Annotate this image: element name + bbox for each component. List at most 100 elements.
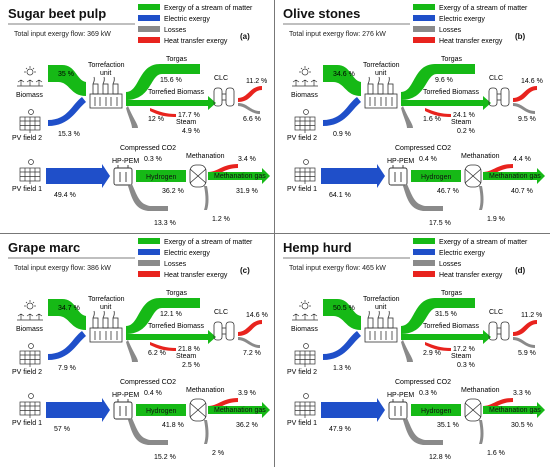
torrefaction-unit-label: unit (100, 70, 111, 77)
torgas-pct: 15.6 % (160, 77, 182, 84)
torgas-label: Torgas (166, 56, 188, 63)
clc-loss-pct: 9.5 % (518, 116, 536, 123)
biomass-stream (323, 299, 361, 330)
pv2-pct: 7.9 % (58, 365, 76, 372)
methanation-loss-pct: 2 % (212, 450, 224, 457)
clc-loss-stream (238, 337, 260, 348)
torrefaction-loss-pct: 2.9 % (423, 350, 441, 357)
torgas-pct: 31.5 % (435, 311, 457, 318)
pv-field-2-label: PV field 2 (12, 135, 42, 142)
methanation-gas-stream (208, 168, 270, 184)
panel-sugar-beet-pulp: Sugar beet pulp Total input exergy flow:… (0, 0, 275, 233)
legend-swatch-losses (138, 260, 160, 266)
clc-label: CLC (214, 75, 228, 82)
pv-field-1-icon (294, 393, 316, 418)
legend-swatch-matter (413, 238, 435, 244)
methanation-heat-pct: 3.3 % (513, 390, 531, 397)
methanation-gas-pct: 31.9 % (236, 188, 258, 195)
torrefaction-unit-label: unit (100, 304, 111, 311)
torgas-pct: 12.1 % (160, 311, 182, 318)
methanation-loss-stream (479, 420, 484, 444)
torgas-label: Torgas (441, 56, 463, 63)
pv-field-2-icon (294, 109, 316, 133)
panel-title: Hemp hurd (283, 240, 352, 255)
co2-label: Compressed CO2 (395, 145, 451, 152)
torrefaction-loss-pct: 1.6 % (423, 116, 441, 123)
torrefaction-loss-stream (126, 340, 138, 362)
methanation-gas-stream (483, 402, 545, 418)
electrolyzer-icon (388, 165, 408, 186)
methanation-heat-pct: 3.4 % (238, 156, 256, 163)
electrolyzer-icon (113, 165, 133, 186)
factory-icon (364, 310, 398, 343)
methanation-gas-pct: 36.2 % (236, 422, 258, 429)
electrolyzer-icon (113, 399, 133, 420)
methanation-gas-stream (208, 402, 270, 418)
biomass-label: Biomass (16, 92, 43, 99)
pv1-stream (46, 398, 110, 422)
torrefaction-loss-pct: 12 % (148, 116, 164, 123)
co2-label: Compressed CO2 (120, 145, 176, 152)
clc-reactor-icon (488, 87, 510, 107)
legend-label-electric: Electric exergy (164, 250, 210, 257)
torgas-label: Torgas (166, 290, 188, 297)
torgas-stream (401, 298, 475, 334)
steam-label: Steam (451, 119, 471, 126)
biomass-label: Biomass (291, 326, 318, 333)
hydrogen-stream (136, 404, 186, 416)
methanation-loss-stream (204, 186, 209, 210)
pv-field-1-icon (19, 159, 41, 184)
torrefaction-loss-pct: 6.2 % (148, 350, 166, 357)
legend-label-heat: Heat transfer exergy (164, 38, 228, 45)
clc-loss-stream (513, 103, 535, 114)
biomass-pct: 34.7 % (58, 305, 80, 312)
pem-loss-stream (403, 184, 443, 211)
pv-field-1-icon (19, 393, 41, 418)
legend-swatch-matter (138, 4, 160, 10)
hydrogen-pct: 36.2 % (162, 188, 184, 195)
co2-pct: 0.3 % (419, 390, 437, 397)
pv1-stream (321, 164, 385, 188)
torrefied-label: Torrefied Biomass (423, 89, 480, 96)
legend-swatch-heat (138, 37, 160, 43)
panel-title: Olive stones (283, 6, 360, 21)
pv2-stream (323, 331, 361, 360)
torrefaction-unit-label: unit (375, 304, 386, 311)
torgas-pct: 9.6 % (435, 77, 453, 84)
steam-pct: 2.5 % (182, 362, 200, 369)
torrefied-pct: 17.2 % (453, 346, 475, 353)
hydrogen-pct: 41.8 % (162, 422, 184, 429)
sankey-panel-svg: Grape marc Total input exergy flow: 386 … (8, 238, 270, 461)
methanation-gas-label: Methanation gas (489, 173, 541, 180)
hydrogen-pct: 46.7 % (437, 188, 459, 195)
torrefied-label: Torrefied Biomass (148, 323, 205, 330)
biomass-icon (292, 300, 318, 321)
torrefied-biomass-stream (401, 330, 491, 344)
methanation-reactor-icon (464, 398, 482, 422)
co2-pct: 0.4 % (419, 156, 437, 163)
legend-swatch-matter (413, 4, 435, 10)
pv-field-2-icon (19, 109, 41, 133)
pv-field-1-label: PV field 1 (12, 420, 42, 427)
biomass-stream (48, 299, 86, 330)
pv1-pct: 47.9 % (329, 426, 351, 433)
legend-label-heat: Heat transfer exergy (164, 272, 228, 279)
total-input-label: Total input exergy flow: 369 kW (14, 31, 111, 38)
steam-label: Steam (451, 353, 471, 360)
methanation-reactor-icon (189, 164, 207, 188)
pem-loss-stream (128, 418, 168, 445)
torrefaction-loss-stream (401, 106, 413, 128)
torrefaction-loss-stream (126, 106, 138, 128)
biomass-label: Biomass (16, 326, 43, 333)
clc-loss-stream (238, 103, 260, 114)
legend: Exergy of a stream of matter Electric ex… (138, 4, 253, 45)
clc-label: CLC (489, 75, 503, 82)
steam-pct: 4.9 % (182, 128, 200, 135)
methanation-gas-pct: 40.7 % (511, 188, 533, 195)
hppem-label: HP-PEM (112, 392, 139, 399)
panel-title: Grape marc (8, 240, 80, 255)
torrefied-biomass-stream (126, 96, 216, 110)
torgas-stream (126, 64, 200, 100)
co2-label: Compressed CO2 (395, 379, 451, 386)
legend: Exergy of a stream of matter Electric ex… (413, 4, 528, 45)
